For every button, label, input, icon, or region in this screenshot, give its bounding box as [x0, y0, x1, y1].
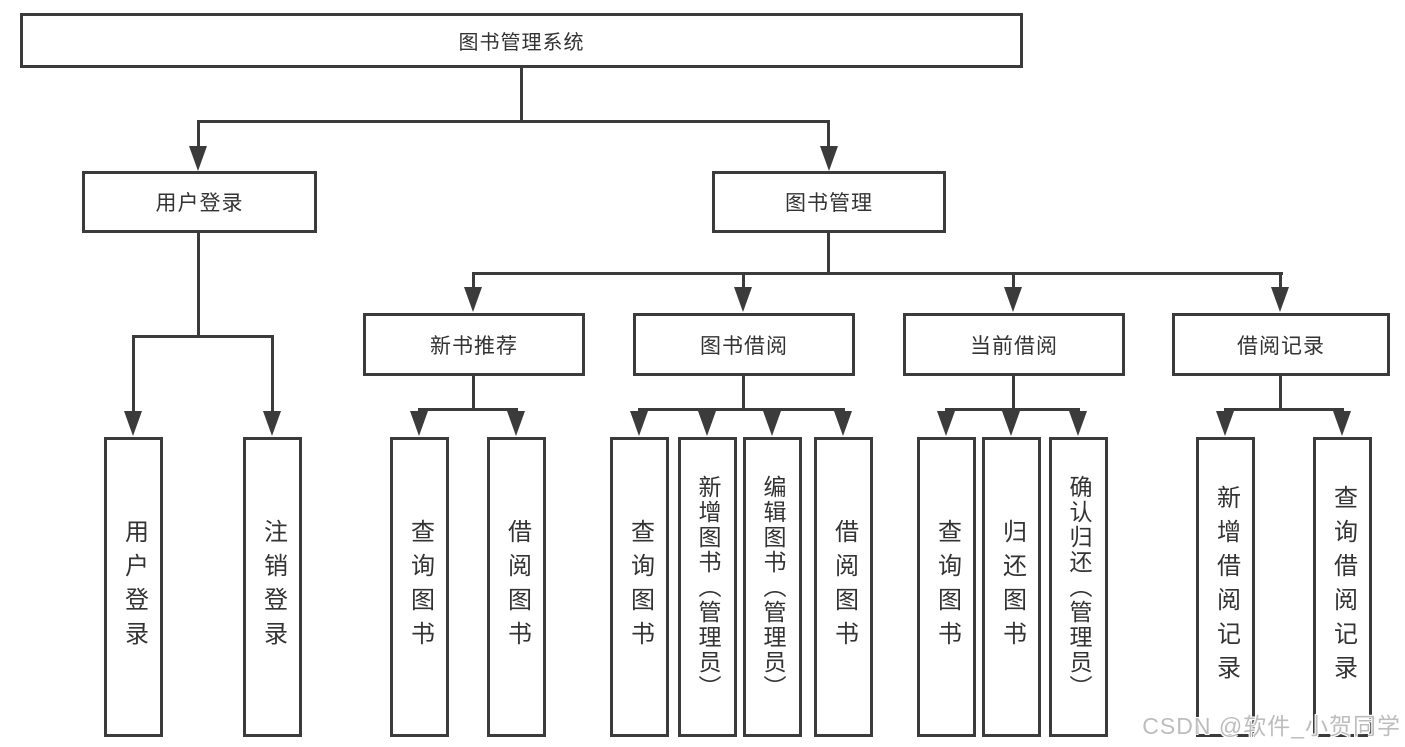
connector-current-borrow-drop: [1012, 272, 1015, 288]
arrow-down-borrow-books-1: [507, 411, 525, 436]
leaf-query-books-recommend: 查询图书: [390, 437, 449, 737]
connector-book-mgmt-bar: [472, 272, 1283, 275]
node-new-book-recommend: 新书推荐: [363, 313, 585, 376]
node-book-borrow: 图书借阅: [633, 313, 855, 376]
leaf-add-books-admin: 新增图书（管理员）: [678, 437, 737, 737]
connector-book-mgmt-stem: [827, 233, 830, 272]
connector-root-stem: [520, 68, 523, 122]
arrow-down-user-login: [189, 146, 207, 171]
connector-user-login-drop: [197, 120, 200, 150]
arrow-down-query-books-1: [410, 411, 428, 436]
connector-leaf-user-login-drop: [132, 335, 135, 412]
connector-borrow-records-drop: [1279, 272, 1282, 288]
node-user-login: 用户登录: [82, 171, 317, 233]
arrow-down-query-borrow-record: [1333, 411, 1351, 436]
connector-current-borrow-stem: [1012, 376, 1015, 408]
arrow-down-leaf-logout: [263, 411, 281, 436]
connector-new-book-bar: [418, 408, 518, 411]
leaf-borrow-books: 借阅图书: [814, 437, 873, 737]
connector-user-login-stem: [197, 233, 200, 335]
leaf-user-login: 用户登录: [104, 437, 163, 737]
connector-borrow-records-stem: [1279, 376, 1282, 408]
connector-book-borrow-stem: [742, 376, 745, 408]
node-book-management: 图书管理: [712, 171, 946, 233]
node-library-system: 图书管理系统: [20, 13, 1023, 68]
arrow-down-borrow-records: [1271, 287, 1289, 312]
leaf-query-books-current: 查询图书: [917, 437, 976, 737]
connector-new-book-drop: [472, 272, 475, 288]
leaf-query-books-borrow: 查询图书: [610, 437, 669, 737]
arrow-down-current-borrow: [1004, 287, 1022, 312]
node-borrow-records: 借阅记录: [1172, 313, 1390, 376]
arrow-down-query-books-3: [937, 411, 955, 436]
arrow-down-new-book: [464, 287, 482, 312]
arrow-down-query-books-2: [630, 411, 648, 436]
arrow-down-return-books: [1002, 411, 1020, 436]
leaf-return-books: 归还图书: [982, 437, 1041, 737]
arrow-down-add-books: [698, 411, 716, 436]
leaf-logout: 注销登录: [243, 437, 302, 737]
connector-book-borrow-bar: [638, 408, 845, 411]
node-current-borrow: 当前借阅: [903, 313, 1125, 376]
arrow-down-book-borrow: [734, 287, 752, 312]
arrow-down-borrow-books-2: [834, 411, 852, 436]
connector-leaf-logout-drop: [271, 335, 274, 412]
connector-root-bar: [197, 120, 830, 123]
connector-book-borrow-drop: [742, 272, 745, 288]
arrow-down-edit-books: [763, 411, 781, 436]
csdn-watermark: CSDN @软件_小贺同学: [1142, 713, 1401, 739]
leaf-edit-books-admin: 编辑图书（管理员）: [743, 437, 802, 737]
connector-new-book-stem: [472, 376, 475, 408]
connector-borrow-records-bar: [1224, 408, 1344, 411]
leaf-confirm-return-admin: 确认归还（管理员）: [1049, 437, 1108, 737]
leaf-query-borrow-record: 查询借阅记录: [1313, 437, 1372, 737]
connector-user-login-bar: [132, 335, 274, 338]
arrow-down-add-borrow-record: [1216, 411, 1234, 436]
arrow-down-leaf-user-login: [124, 411, 142, 436]
arrow-down-book-mgmt: [820, 146, 838, 171]
arrow-down-confirm-return: [1069, 411, 1087, 436]
leaf-borrow-books-recommend: 借阅图书: [487, 437, 546, 737]
leaf-add-borrow-record: 新增借阅记录: [1196, 437, 1255, 737]
connector-book-mgmt-drop: [827, 120, 830, 150]
